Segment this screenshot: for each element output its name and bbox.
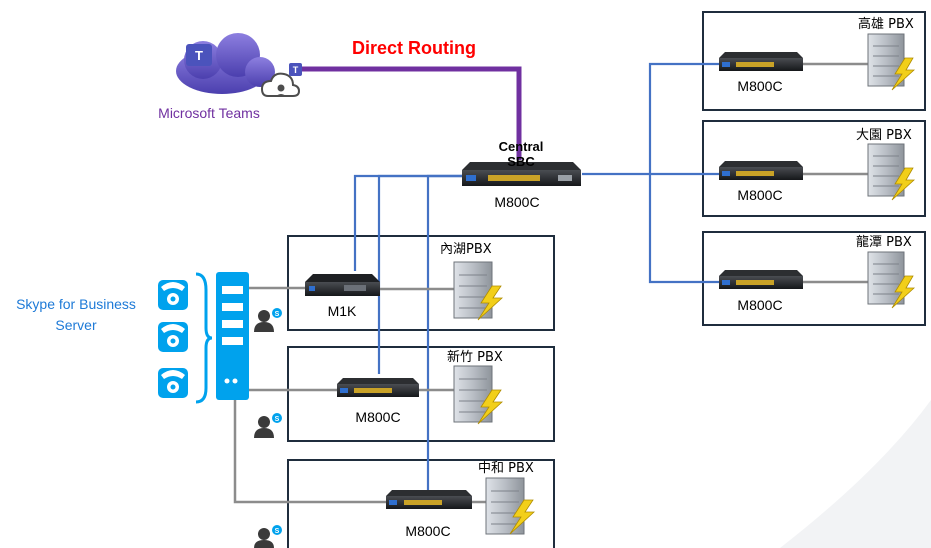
dayuan-pbx-server-icon (867, 143, 916, 201)
site-box-neihu (287, 235, 555, 331)
wan-links-right (582, 62, 724, 284)
skype-user-icon-1: S (254, 308, 282, 332)
kaohsiung-pbx-server-icon (867, 33, 916, 91)
dayuan-device-label: M800C (737, 187, 782, 203)
teams-cloud-icon: T (176, 33, 275, 94)
zhonghe-m800c-device (386, 490, 472, 509)
site-box-hsinchu (287, 346, 555, 442)
svg-text:T: T (293, 65, 299, 75)
hsinchu-pbx-server-icon (453, 365, 504, 425)
svg-text:S: S (275, 416, 280, 423)
teams-label: Microsoft Teams (158, 105, 260, 121)
skype-label-line1: Skype for Business (16, 296, 136, 312)
zhonghe-pbx-label: 中和 PBX (478, 461, 534, 476)
kaohsiung-device-label: M800C (737, 78, 782, 94)
site-box-dayuan (702, 120, 926, 217)
neihu-pbx-label: 內湖PBX (440, 242, 492, 257)
zhonghe-pbx-server-icon (485, 477, 536, 535)
longtan-m800c-device (719, 270, 803, 289)
phone-icon-bottom (158, 368, 188, 398)
teams-connector-icon: T (289, 63, 302, 76)
local-links (233, 62, 872, 504)
kaohsiung-m800c-device (719, 52, 803, 71)
dayuan-m800c-device (719, 161, 803, 180)
hsinchu-m800c-device (337, 378, 419, 397)
decorative-swoosh (780, 400, 931, 548)
site-box-longtan (702, 231, 926, 326)
svg-text:T: T (195, 48, 203, 63)
kaohsiung-pbx-label: 高雄 PBX (858, 16, 914, 32)
longtan-device-label: M800C (737, 297, 782, 313)
central-sbc-device (462, 162, 581, 186)
longtan-pbx-label: 龍潭 PBX (856, 234, 912, 250)
neihu-device-label: M1K (328, 303, 357, 319)
hsinchu-pbx-label: 新竹 PBX (447, 349, 503, 365)
svg-text:S: S (275, 311, 280, 318)
svg-text:S: S (275, 528, 280, 535)
central-sbc-label-line1: Central (499, 139, 544, 154)
skype-user-icon-3: S (254, 525, 282, 548)
skype-server-icon (216, 272, 249, 400)
phone-icon-top (158, 280, 188, 310)
phone-icon-middle (158, 322, 188, 352)
neihu-pbx-server-icon (453, 261, 504, 321)
zhonghe-device-label: M800C (405, 523, 450, 539)
skype-user-icon-2: S (254, 413, 282, 438)
brace-icon (195, 272, 213, 404)
wan-links-left (353, 174, 462, 494)
skype-label-line2: Server (55, 317, 97, 333)
site-box-kaohsiung (702, 11, 926, 111)
longtan-pbx-server-icon (867, 251, 916, 309)
neihu-m1k-device (305, 274, 380, 296)
central-sbc-label-line2: SBC (507, 154, 535, 169)
cloud-user-icon (260, 72, 301, 97)
dayuan-pbx-label: 大園 PBX (856, 128, 912, 143)
direct-routing-link (298, 66, 522, 160)
direct-routing-label: Direct Routing (352, 38, 476, 58)
hsinchu-device-label: M800C (355, 409, 400, 425)
central-sbc-model: M800C (494, 194, 539, 210)
site-box-zhonghe (287, 459, 555, 548)
